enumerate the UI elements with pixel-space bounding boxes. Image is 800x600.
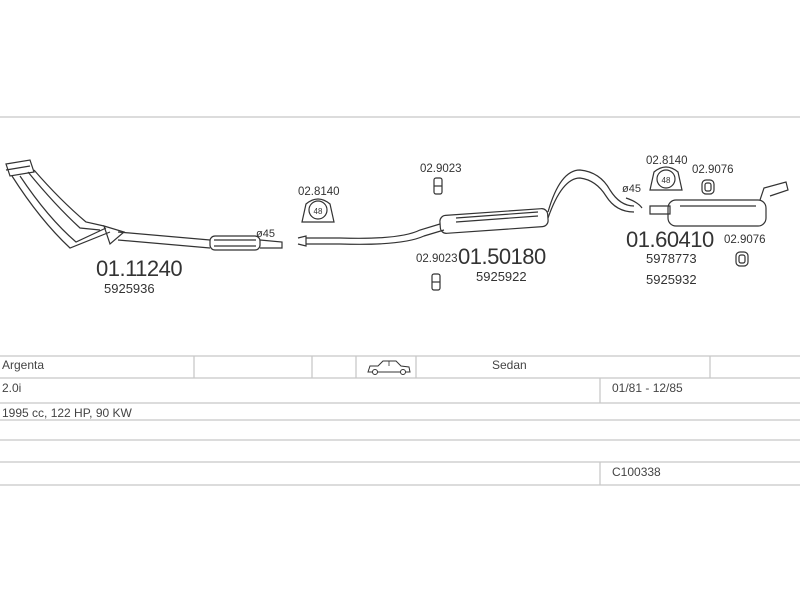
hanger-bottom-part-number: 02.9023 (416, 253, 458, 265)
vehicle-body-type: Sedan (492, 358, 527, 372)
vehicle-table-grid (0, 355, 800, 486)
vehicle-spec: 1995 cc, 122 HP, 90 KW (2, 406, 132, 420)
vehicle-years: 01/81 - 12/85 (612, 381, 683, 395)
rear-silencer-oem-number-1: 5978773 (646, 251, 697, 266)
vehicle-engine: 2.0i (2, 381, 22, 395)
middle-silencer-part-number: 01.50180 (458, 244, 546, 269)
rubber-bottom-part-number: 02.9076 (724, 234, 766, 246)
kit-number: C100338 (612, 465, 661, 479)
hanger-bottom-drawing (431, 273, 441, 291)
hanger-top-part-number: 02.9023 (420, 163, 462, 175)
clamp-left-part-number: 02.8140 (298, 186, 340, 198)
front-pipe-drawing (5, 159, 283, 251)
front-pipe-part-number: 01.11240 (96, 256, 182, 281)
vehicle-model: Argenta (2, 358, 45, 372)
front-pipe-diameter: ø45 (256, 228, 275, 240)
middle-silencer-drawing (297, 169, 635, 247)
rear-silencer-oem-number-2: 5925932 (646, 272, 697, 287)
hanger-top-drawing (433, 177, 443, 195)
rear-diameter: ø45 (622, 183, 641, 195)
rubber-bottom-drawing (735, 251, 749, 267)
rubber-top-part-number: 02.9076 (692, 164, 734, 176)
clamp-left-drawing: 48 (301, 198, 335, 223)
sedan-car-icon (367, 360, 411, 375)
clamp-right-drawing: 48 (649, 166, 683, 191)
svg-text:48: 48 (662, 176, 671, 185)
front-pipe-oem-number: 5925936 (104, 281, 155, 296)
svg-text:48: 48 (314, 207, 323, 216)
rubber-top-drawing (701, 179, 715, 195)
clamp-right-part-number: 02.8140 (646, 155, 688, 167)
middle-silencer-oem-number: 5925922 (476, 269, 527, 284)
rear-silencer-part-number: 01.60410 (626, 227, 714, 252)
rear-silencer-drawing (625, 181, 789, 227)
